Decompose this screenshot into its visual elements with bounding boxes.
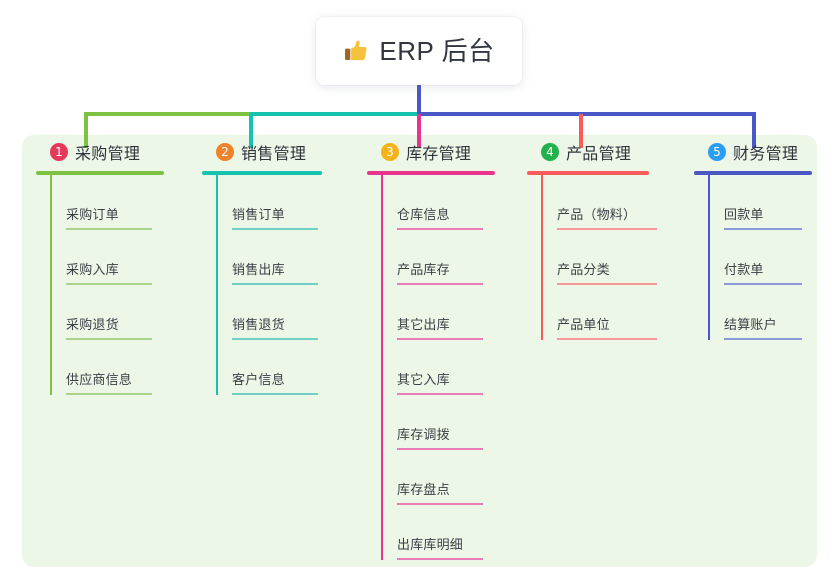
tree-item[interactable]: 其它入库 xyxy=(381,340,527,395)
column-2: 2 销售管理销售订单销售出库销售退货客户信息 xyxy=(202,135,352,395)
tree-item-label: 出库库明细 xyxy=(397,534,483,560)
column-header-1[interactable]: 1 采购管理 xyxy=(36,135,186,169)
column-spine xyxy=(541,175,543,340)
column-spine xyxy=(216,175,218,395)
tree-item-label: 付款单 xyxy=(724,259,802,285)
tree-item[interactable]: 库存盘点 xyxy=(381,450,527,505)
column-number-badge: 4 xyxy=(541,143,559,161)
tree-item[interactable]: 产品（物料） xyxy=(541,175,687,230)
thumbs-up-icon xyxy=(345,40,367,61)
column-accent-rule xyxy=(36,171,164,175)
root-node-card[interactable]: ERP 后台 xyxy=(316,17,522,85)
column-items: 回款单付款单结算账户 xyxy=(694,175,839,340)
column-title: 销售管理 xyxy=(241,146,307,163)
tree-item-label: 结算账户 xyxy=(724,314,802,340)
tree-item[interactable]: 库存调拨 xyxy=(381,395,527,450)
tree-item[interactable]: 其它出库 xyxy=(381,285,527,340)
tree-item-label: 产品单位 xyxy=(557,314,657,340)
tree-item[interactable]: 销售订单 xyxy=(216,175,352,230)
tree-item-label: 产品（物料） xyxy=(557,204,657,230)
column-spine xyxy=(50,175,52,395)
tree-item[interactable]: 回款单 xyxy=(708,175,839,230)
column-spine xyxy=(381,175,383,560)
tree-item-label: 回款单 xyxy=(724,204,802,230)
column-items: 销售订单销售出库销售退货客户信息 xyxy=(202,175,352,395)
tree-item-label: 销售退货 xyxy=(232,314,318,340)
column-number-badge: 2 xyxy=(216,143,234,161)
column-number-badge: 3 xyxy=(381,143,399,161)
tree-item-label: 销售出库 xyxy=(232,259,318,285)
tree-item[interactable]: 结算账户 xyxy=(708,285,839,340)
column-title: 财务管理 xyxy=(733,146,799,163)
tree-item[interactable]: 出库库明细 xyxy=(381,505,527,560)
column-spine xyxy=(708,175,710,340)
tree-item-label: 其它入库 xyxy=(397,369,483,395)
tree-item[interactable]: 采购入库 xyxy=(50,230,186,285)
tree-item-label: 其它出库 xyxy=(397,314,483,340)
tree-item[interactable]: 产品分类 xyxy=(541,230,687,285)
column-title: 产品管理 xyxy=(566,146,632,163)
column-header-3[interactable]: 3 库存管理 xyxy=(367,135,527,169)
tree-item[interactable]: 产品单位 xyxy=(541,285,687,340)
column-number-badge: 5 xyxy=(708,143,726,161)
tree-item-label: 库存盘点 xyxy=(397,479,483,505)
diagram-panel xyxy=(22,135,817,567)
root-node-title: ERP 后台 xyxy=(379,36,495,66)
column-accent-rule xyxy=(367,171,495,175)
tree-item-label: 产品库存 xyxy=(397,259,483,285)
tree-item-label: 采购订单 xyxy=(66,204,152,230)
tree-item[interactable]: 销售出库 xyxy=(216,230,352,285)
tree-item[interactable]: 付款单 xyxy=(708,230,839,285)
column-header-2[interactable]: 2 销售管理 xyxy=(202,135,352,169)
tree-item[interactable]: 采购订单 xyxy=(50,175,186,230)
tree-item-label: 客户信息 xyxy=(232,369,318,395)
tree-item-label: 供应商信息 xyxy=(66,369,152,395)
column-container: 1 采购管理采购订单采购入库采购退货供应商信息 2 销售管理销售订单销售出库销售退货客… xyxy=(22,135,817,567)
column-items: 产品（物料） 产品分类产品单位 xyxy=(527,175,687,340)
tree-item-label: 产品分类 xyxy=(557,259,657,285)
tree-item-label: 采购退货 xyxy=(66,314,152,340)
column-number-badge: 1 xyxy=(50,143,68,161)
column-accent-rule xyxy=(202,171,322,175)
column-accent-rule xyxy=(694,171,812,175)
tree-item[interactable]: 产品库存 xyxy=(381,230,527,285)
tree-item-label: 仓库信息 xyxy=(397,204,483,230)
column-4: 4 产品管理产品（物料） 产品分类产品单位 xyxy=(527,135,687,340)
tree-item-label: 销售订单 xyxy=(232,204,318,230)
column-items: 采购订单采购入库采购退货供应商信息 xyxy=(36,175,186,395)
tree-item[interactable]: 采购退货 xyxy=(50,285,186,340)
column-1: 1 采购管理采购订单采购入库采购退货供应商信息 xyxy=(36,135,186,395)
column-5: 5 财务管理回款单付款单结算账户 xyxy=(694,135,839,340)
tree-item[interactable]: 供应商信息 xyxy=(50,340,186,395)
column-3: 3 库存管理仓库信息产品库存其它出库其它入库库存调拨库存盘点出库库明细 xyxy=(367,135,527,560)
column-header-5[interactable]: 5 财务管理 xyxy=(694,135,839,169)
column-accent-rule xyxy=(527,171,649,175)
tree-item-label: 采购入库 xyxy=(66,259,152,285)
tree-item[interactable]: 客户信息 xyxy=(216,340,352,395)
column-items: 仓库信息产品库存其它出库其它入库库存调拨库存盘点出库库明细 xyxy=(367,175,527,560)
column-title: 库存管理 xyxy=(406,146,472,163)
tree-item[interactable]: 销售退货 xyxy=(216,285,352,340)
column-title: 采购管理 xyxy=(75,146,141,163)
column-header-4[interactable]: 4 产品管理 xyxy=(527,135,687,169)
tree-item[interactable]: 仓库信息 xyxy=(381,175,527,230)
tree-item-label: 库存调拨 xyxy=(397,424,483,450)
